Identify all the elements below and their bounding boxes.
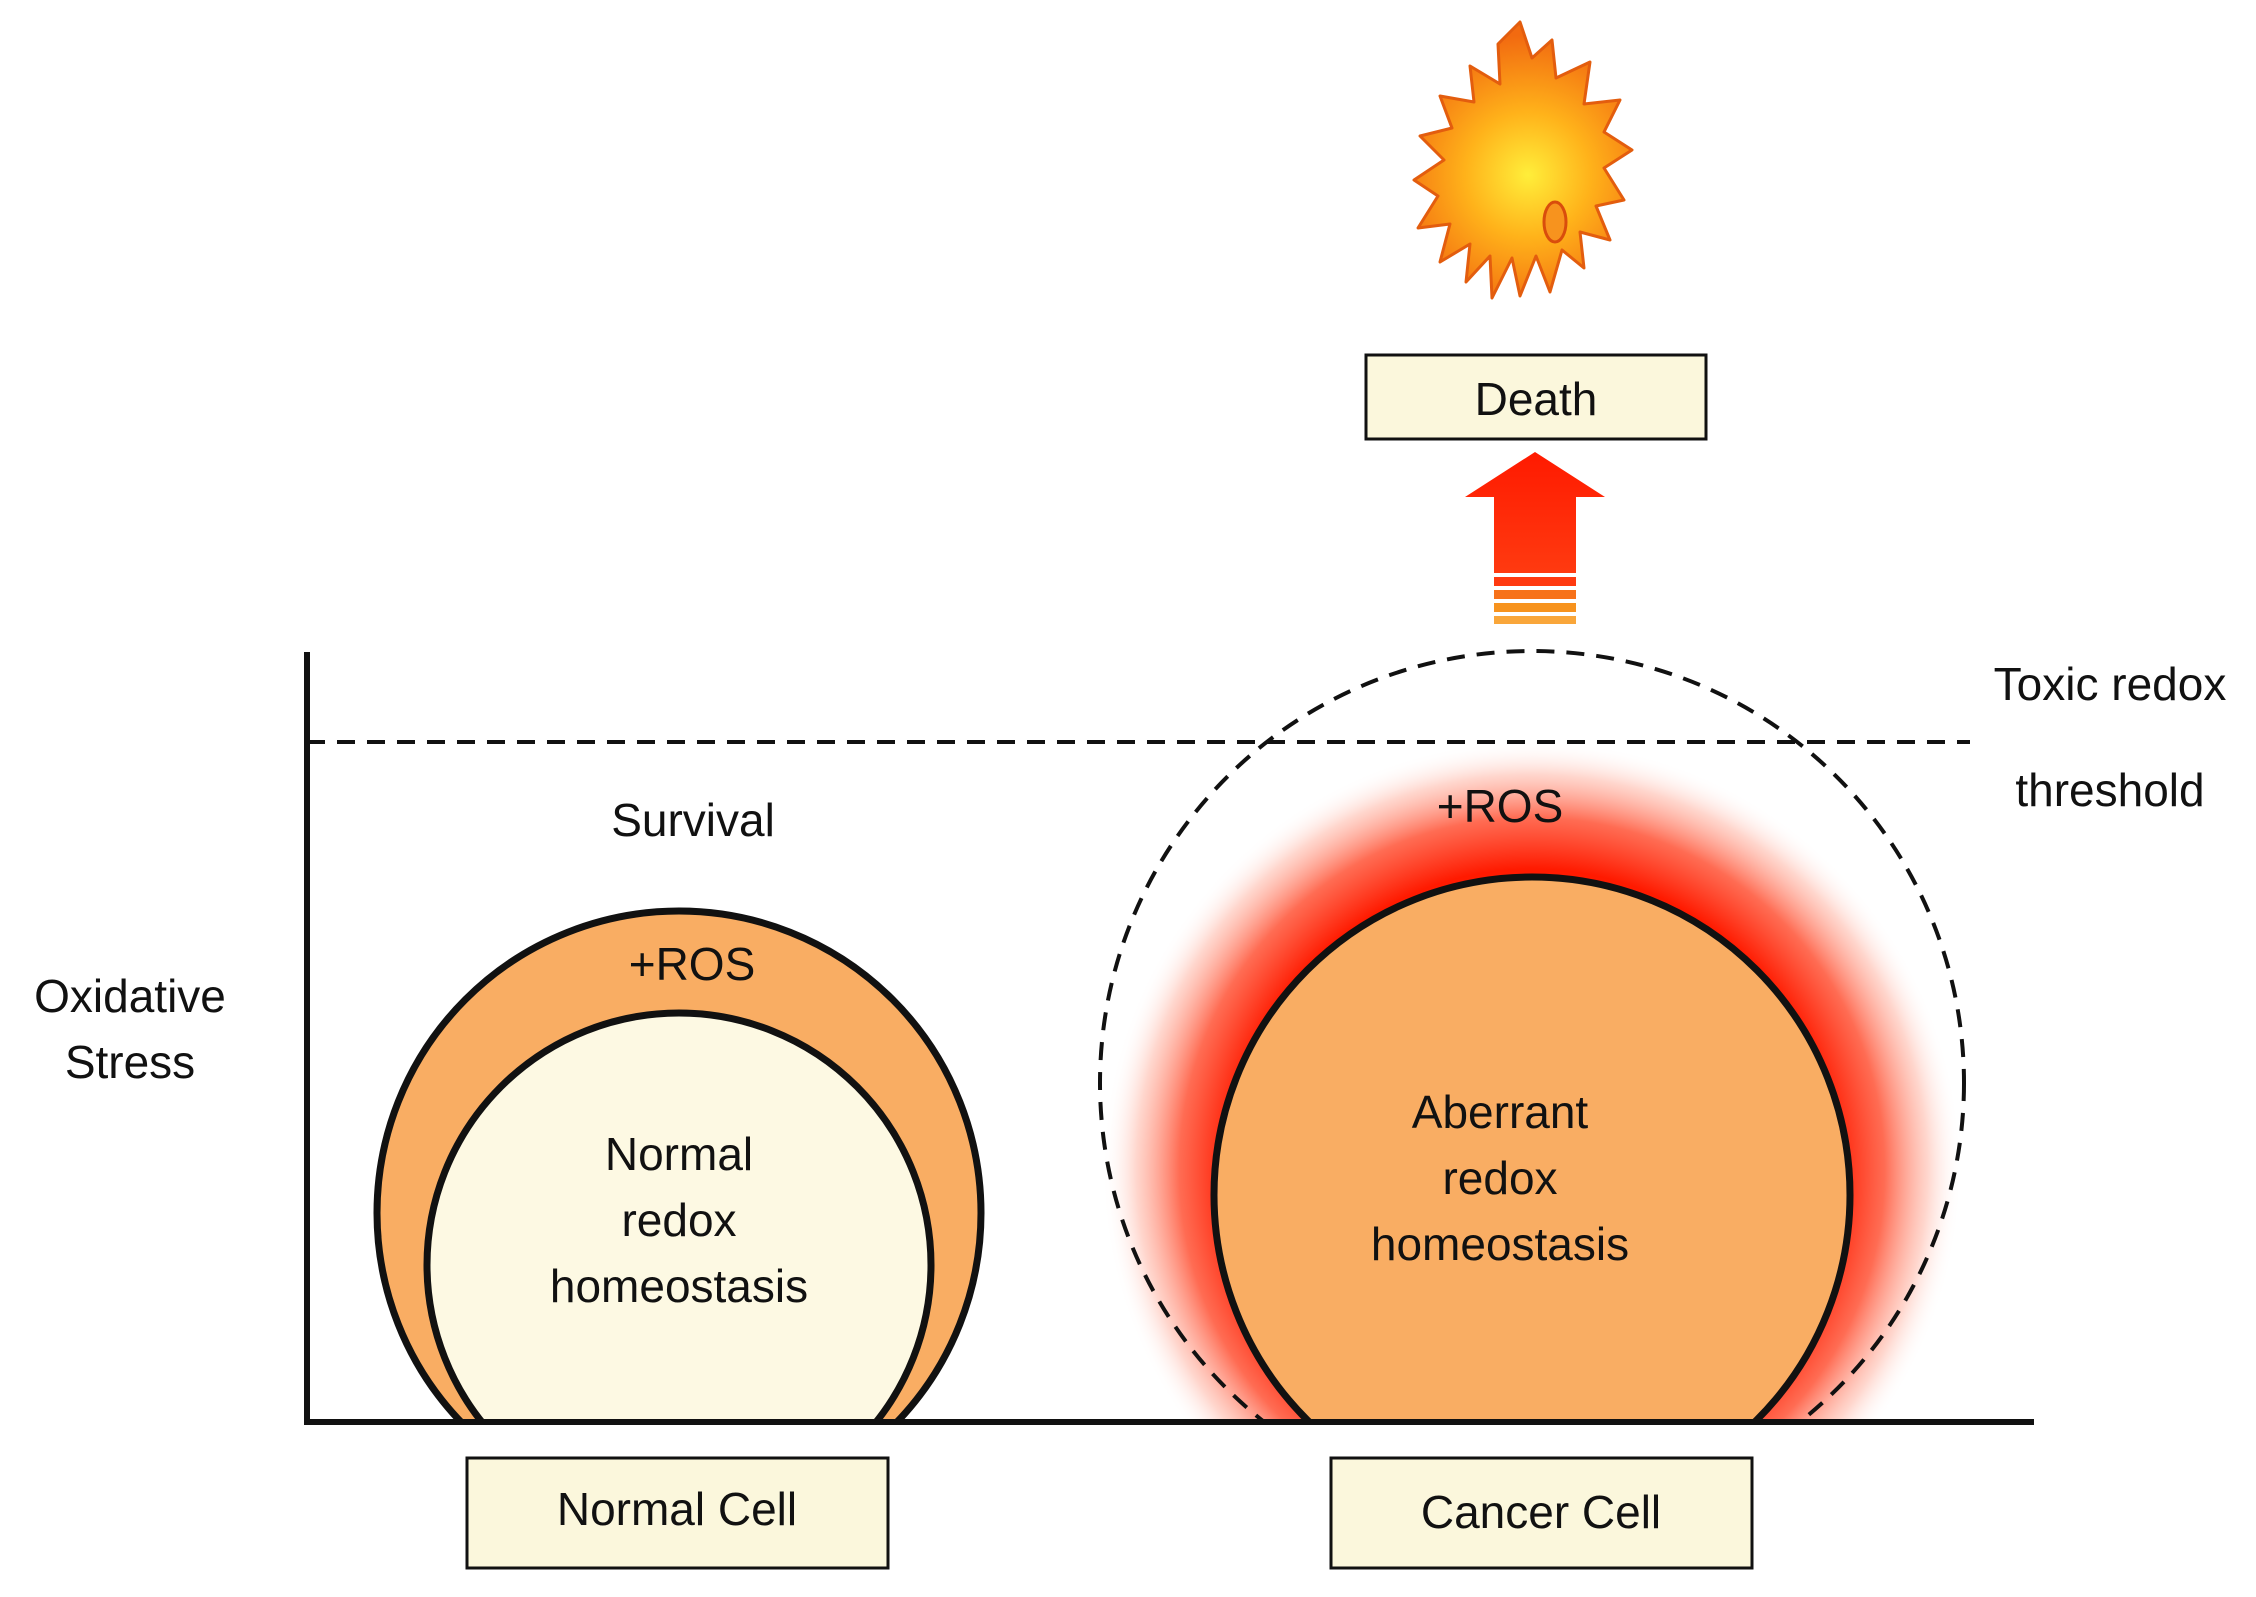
survival-label: Survival (611, 794, 775, 846)
normal-cell-core (423, 1009, 935, 1422)
cancer-ros-label: +ROS (1437, 780, 1564, 832)
dashed-ros-boundary (1098, 649, 1966, 1422)
death-label: Death (1475, 373, 1598, 425)
normal-core-line2: redox (621, 1194, 736, 1246)
cancer-core-line2: redox (1442, 1152, 1557, 1204)
up-arrow (1465, 452, 1605, 624)
normal-cell-box: Normal Cell (465, 1456, 890, 1570)
cancer-cell-box-label: Cancer Cell (1421, 1486, 1661, 1538)
dead-cell-icon (1412, 20, 1634, 300)
normal-core-line3: homeostasis (550, 1260, 808, 1312)
normal-ros-label: +ROS (629, 938, 756, 990)
cancer-cell-core (1210, 873, 1854, 1422)
threshold-label-line2: threshold (2015, 764, 2204, 816)
normal-core-line1: Normal (605, 1128, 753, 1180)
normal-cell-group (373, 907, 985, 1422)
normal-cell-box-label: Normal Cell (557, 1483, 797, 1535)
cancer-cell-box: Cancer Cell (1329, 1456, 1754, 1570)
cancer-cell-group (1098, 649, 1966, 1422)
y-axis-label-line2: Stress (65, 1036, 195, 1088)
y-axis-label-line1: Oxidative (34, 970, 226, 1022)
cancer-core-line3: homeostasis (1371, 1218, 1629, 1270)
death-box: Death (1364, 353, 1708, 441)
threshold-label-line1: Toxic redox (1994, 658, 2227, 710)
cancer-core-line1: Aberrant (1412, 1086, 1589, 1138)
